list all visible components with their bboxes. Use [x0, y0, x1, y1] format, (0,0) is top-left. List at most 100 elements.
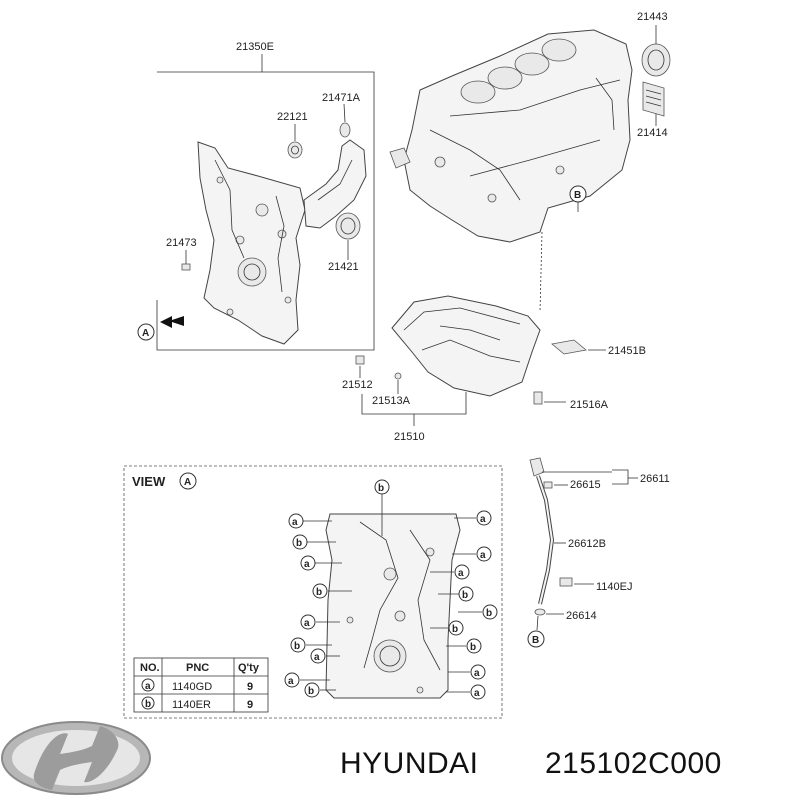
bolt-callouts: b a a b a a a b b a b b b b: [284, 479, 498, 700]
callout-a-7-text: a: [314, 652, 320, 663]
dipstick-group: 26615 26611 26612B 1140EJ 26614 B: [527, 457, 670, 648]
callout-b-8-text: b: [308, 686, 314, 697]
cover-plate: [642, 81, 665, 117]
callout-b-1: [292, 534, 308, 550]
baffle: [551, 339, 587, 355]
label-26611: 26611: [640, 473, 670, 485]
hyundai-logo: [1, 721, 151, 795]
callout-a-2: [476, 510, 492, 526]
label-21516a: 21516A: [570, 399, 609, 411]
table-header-qty: Q'ty: [238, 662, 260, 674]
part-number: 215102C000: [545, 747, 722, 780]
callout-a-circle: [137, 323, 155, 341]
callout-b-3: [458, 586, 474, 602]
label-21513a: 21513A: [372, 395, 411, 407]
oil-seal-22121: [287, 141, 303, 159]
callout-b-6-text: b: [294, 641, 300, 652]
drain-plug: [533, 391, 543, 405]
callout-b-6: [290, 637, 306, 653]
table-row-1-marker: [141, 678, 155, 692]
callout-a-text: A: [142, 328, 149, 339]
callout-a-3-text: a: [304, 559, 310, 570]
callout-a-3: [300, 555, 316, 571]
callout-a-4: [476, 546, 492, 562]
table-row-1-pnc: 1140GD: [172, 681, 212, 693]
table-header-pnc: PNC: [186, 662, 209, 674]
bolt-21473: [181, 263, 191, 271]
front-cover-group: 21350E 21471A 22121 21421 21473: [137, 41, 375, 351]
callout-a-6: [300, 614, 316, 630]
callout-b-top: [374, 479, 390, 495]
callout-a-5: [454, 564, 470, 580]
table-header-no: NO.: [140, 662, 160, 674]
label-21421: 21421: [328, 261, 359, 273]
view-title: VIEW: [132, 474, 166, 489]
timing-cover: [197, 141, 306, 345]
engine-block: 21443 21414 B: [389, 11, 671, 313]
callout-b-4: [482, 604, 498, 620]
callout-b-1-text: b: [296, 538, 302, 549]
view-a-arrow-icon: [160, 316, 184, 328]
callout-b-text: B: [574, 190, 581, 201]
callout-a-4-text: a: [480, 550, 486, 561]
callout-a-7: [310, 648, 326, 664]
table-row-2-qty: 9: [247, 699, 253, 711]
dipstick-handle: [529, 457, 545, 477]
callout-b-4-text: b: [486, 608, 492, 619]
oil-pan-plug: [355, 355, 365, 365]
label-1140ej: 1140EJ: [596, 581, 633, 593]
table-row-1-no: a: [145, 681, 151, 692]
view-marker-circle: [179, 472, 197, 490]
callout-a-1: [288, 513, 304, 529]
table-row-2-marker: [141, 696, 155, 710]
oil-pan-group: 21451B 21512 21513A 21516A 21510: [342, 295, 646, 443]
bolt-1140ej: [559, 577, 573, 587]
label-22121: 22121: [277, 111, 308, 123]
callout-b-2: [312, 583, 328, 599]
callout-b-2-text: b: [316, 587, 322, 598]
table-row-1-qty: 9: [247, 681, 253, 693]
table-row-2-no: b: [145, 699, 151, 710]
label-21512: 21512: [342, 379, 373, 391]
label-21443: 21443: [637, 11, 668, 23]
bolt-table: NO. PNC Q'ty a 1140GD 9 b 1140ER 9: [133, 657, 269, 713]
callout-b-3-text: b: [462, 590, 468, 601]
rear-oil-seal: [641, 43, 671, 77]
callout-a-5-text: a: [458, 568, 464, 579]
callout-a-2-text: a: [480, 514, 486, 525]
callout-a-10: [470, 684, 486, 700]
table-row-2-pnc: 1140ER: [172, 699, 211, 711]
callout-a-10-text: a: [474, 688, 480, 699]
callout-b-7-text: b: [470, 642, 476, 653]
callout-b-top-text: b: [378, 483, 384, 494]
label-21414: 21414: [637, 127, 668, 139]
gasket-21513a: [394, 372, 402, 380]
view-marker-text: A: [184, 477, 191, 488]
label-21471a: 21471A: [322, 92, 361, 104]
callout-a-8-text: a: [288, 676, 294, 687]
timing-cover-front-view: [325, 513, 461, 699]
label-21350e: 21350E: [236, 41, 274, 53]
callout-b-8: [304, 682, 320, 698]
label-26615: 26615: [570, 479, 601, 491]
cover-gasket: [303, 139, 367, 229]
callout-b-5: [448, 620, 464, 636]
label-26612b: 26612B: [568, 538, 606, 550]
callout-b-5-text: b: [452, 624, 458, 635]
label-21451b: 21451B: [608, 345, 646, 357]
callout-a-8: [284, 672, 300, 688]
callout-a-1-text: a: [292, 517, 298, 528]
brand-name: HYUNDAI: [340, 747, 479, 780]
callout-a-9: [470, 664, 486, 680]
label-21473: 21473: [166, 237, 197, 249]
callout-a-6-text: a: [304, 618, 310, 629]
callout-b-lower: [527, 630, 545, 648]
view-a-panel: VIEW A: [123, 465, 503, 719]
label-21510: 21510: [394, 431, 425, 443]
callout-b-7: [466, 638, 482, 654]
callout-a-9-text: a: [474, 668, 480, 679]
front-oil-seal: [335, 212, 361, 240]
callout-b-lower-text: B: [532, 635, 539, 646]
o-ring-26614: [534, 608, 546, 616]
